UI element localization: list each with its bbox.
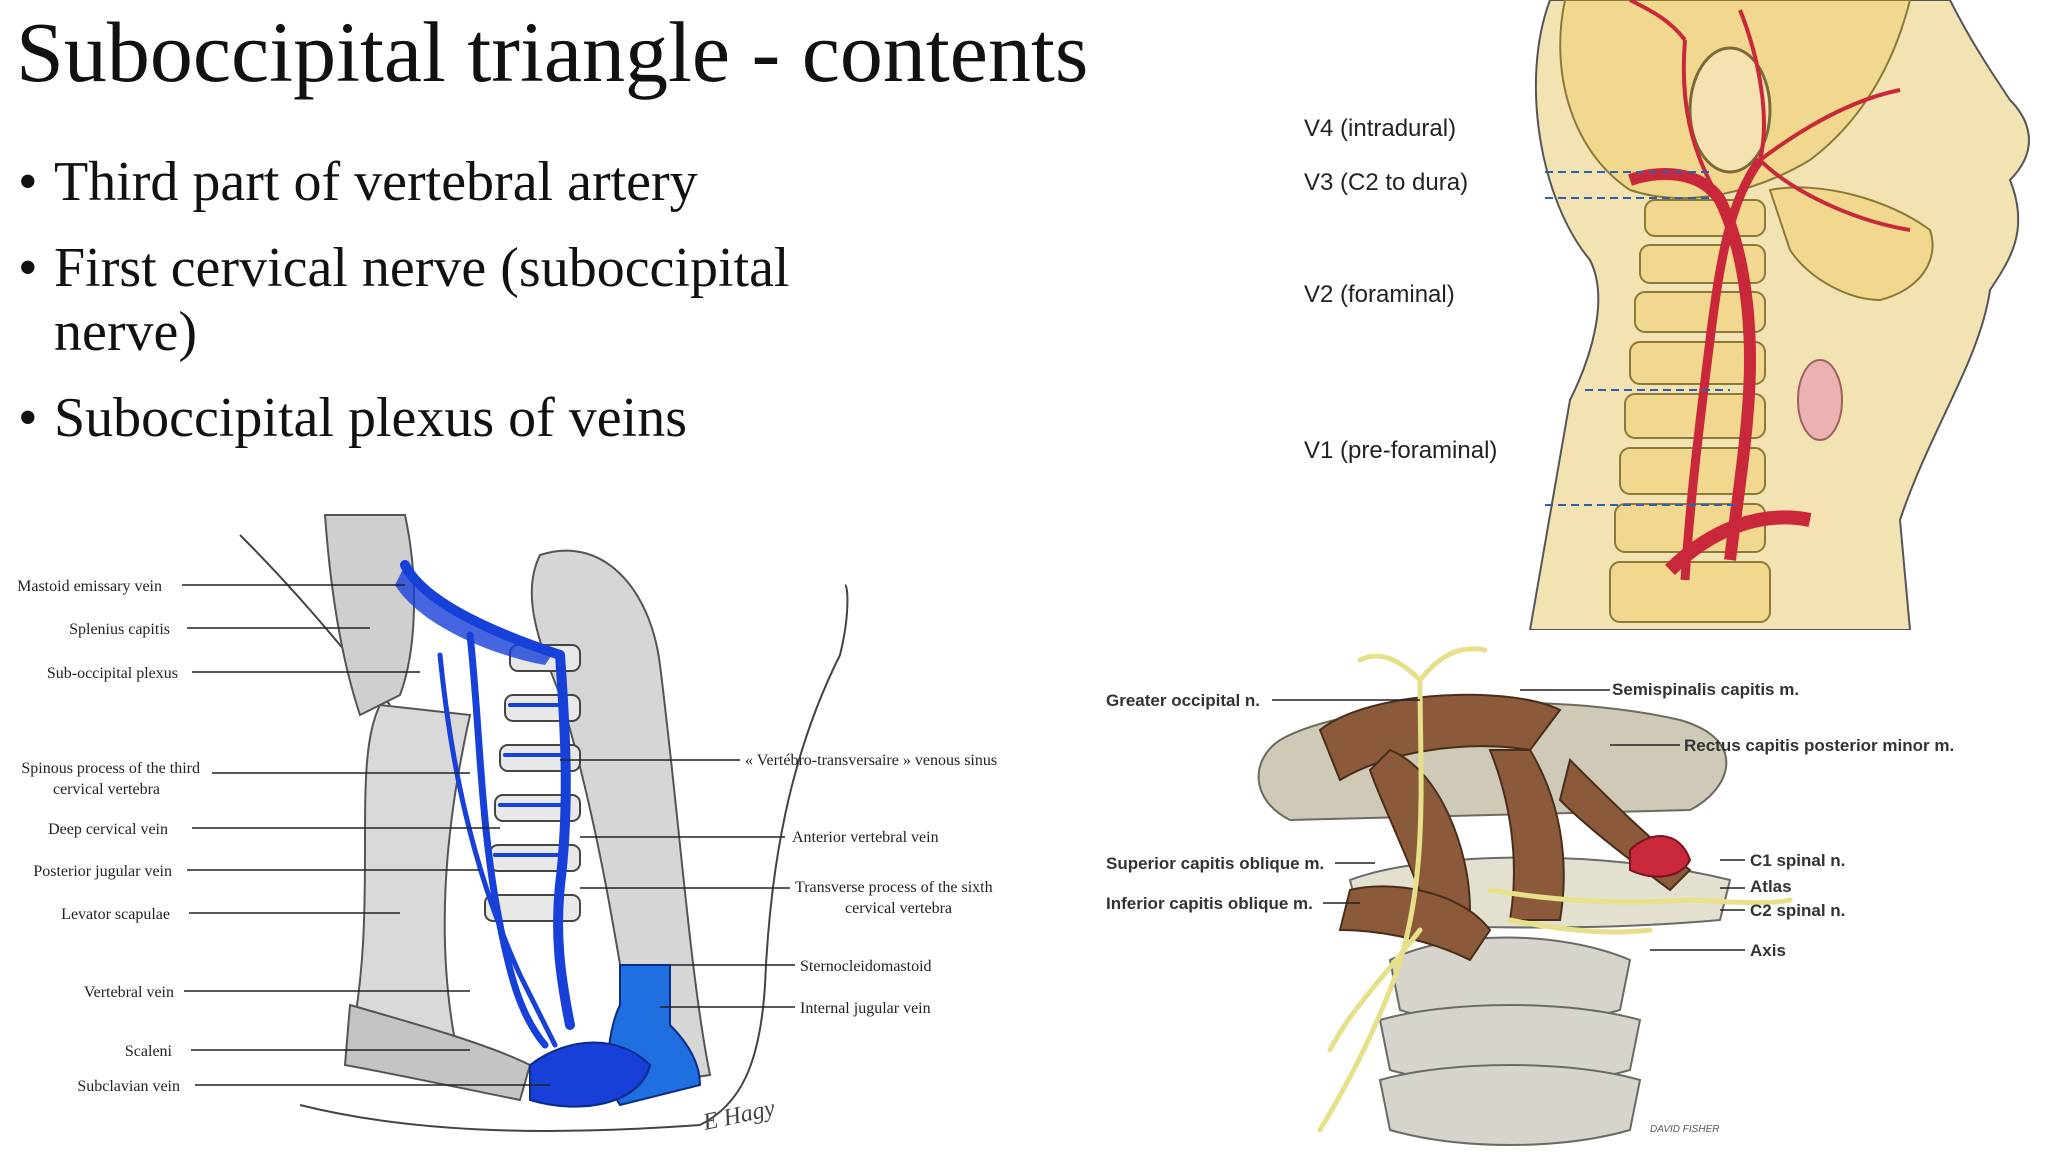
artist-signature: E Hagy [700,1095,778,1136]
vein-label: Mastoid emissary vein [17,578,162,595]
ear [1688,46,1772,174]
splenius-capitis-muscle [323,514,416,717]
bullet-text: Third part of vertebral artery [54,151,698,213]
muscle-label: Rectus capitis posterior minor m. [1684,736,1954,755]
vein-label: Vertebral vein [84,984,174,1001]
jaw [1768,186,1934,302]
nerve-label: C1 spinal n. [1750,851,1845,870]
bone-label: cervical vertebra [53,781,160,798]
venous-illustration: Mastoid emissary vein Splenius capitis S… [17,514,997,1136]
segment-label: V1 (pre-foraminal) [1304,437,1497,464]
subclavian-vein [529,1041,652,1108]
scaleni-muscle [343,1003,532,1102]
vein-label: Anterior vertebral vein [792,829,939,846]
vein-label: Sub-occipital plexus [47,665,178,682]
bullet-dot: • [18,237,38,299]
subclavian-artery [1665,510,1812,575]
muscle-label: Semispinalis capitis m. [1612,680,1799,699]
bone-label: Atlas [1750,877,1792,896]
venous-figure: Mastoid emissary vein Splenius capitis S… [0,505,1050,1152]
bullet-dot: • [18,151,38,213]
muscle-label: Superior capitis oblique m. [1106,854,1324,873]
nerve-label: Greater occipital n. [1106,691,1260,710]
vertebral-artery [1628,168,1757,561]
thyroid [1797,359,1843,441]
muscle-label: Levator scapulae [61,906,170,923]
bullet-item: • Suboccipital plexus of veins [14,386,894,450]
bullet-dot: • [18,387,38,449]
leader-lines [182,584,795,1086]
arterial-branches [1629,0,1911,232]
slide-title: Suboccipital triangle - contents [16,4,1089,100]
neck-contour [299,1104,701,1132]
segment-label: V2 (foraminal) [1304,281,1455,308]
artist-signature: DAVID FISHER [1650,1124,1719,1135]
suboccipital-illustration: Greater occipital n. Semispinalis capiti… [1106,646,1954,1146]
bullet-text: First cervical nerve (suboccipital [54,237,790,299]
suboccipital-plexus [395,565,555,665]
bone-label: cervical vertebra [845,900,952,917]
bullet-item: • First cervical nerve (suboccipital ner… [14,236,894,364]
vertebral-column [1378,936,1642,1146]
vertebral-artery-illustration: V4 (intradural) V3 (C2 to dura) V2 (fora… [1304,0,2030,631]
vertebral-artery-segment [1629,835,1692,878]
vein-label: Deep cervical vein [48,821,168,838]
bullet-item: • Third part of vertebral artery [14,150,894,214]
segment-label: V4 (intradural) [1304,115,1456,142]
muscle-label: Scaleni [125,1043,173,1060]
vein-label: Subclavian vein [77,1078,180,1095]
muscle-label: Sternocleidomastoid [800,958,932,975]
muscle-label: Inferior capitis oblique m. [1106,894,1313,913]
bone-label: Transverse process of the sixth [795,879,993,896]
bullet-text: Suboccipital plexus of veins [54,387,688,449]
segment-label: V3 (C2 to dura) [1304,169,1468,196]
carotid-artery [1680,157,1764,581]
vein-label: Internal jugular vein [800,1000,931,1017]
nerve-label: C2 spinal n. [1750,901,1845,920]
bone-label: Spinous process of the third [21,760,200,777]
vein-label: « Vertébro-transversaire » venous sinus [745,752,997,769]
neck-contour [699,584,849,1126]
segment-guide-lines [1545,171,1740,506]
muscle-label: Splenius capitis [69,621,170,638]
bone-label: Axis [1750,941,1786,960]
bullet-text-continued: nerve) [54,301,198,363]
sternocleidomastoid-muscle [530,549,712,1087]
vein-label: Posterior jugular vein [33,863,172,880]
vertebral-artery-figure: V4 (intradural) V3 (C2 to dura) V2 (fora… [1290,0,2048,631]
bullet-list: • Third part of vertebral artery • First… [14,150,894,472]
suboccipital-figure: Greater occipital n. Semispinalis capiti… [1090,630,2048,1152]
nerves [1317,646,1793,1133]
leader-lines [1272,689,1745,951]
